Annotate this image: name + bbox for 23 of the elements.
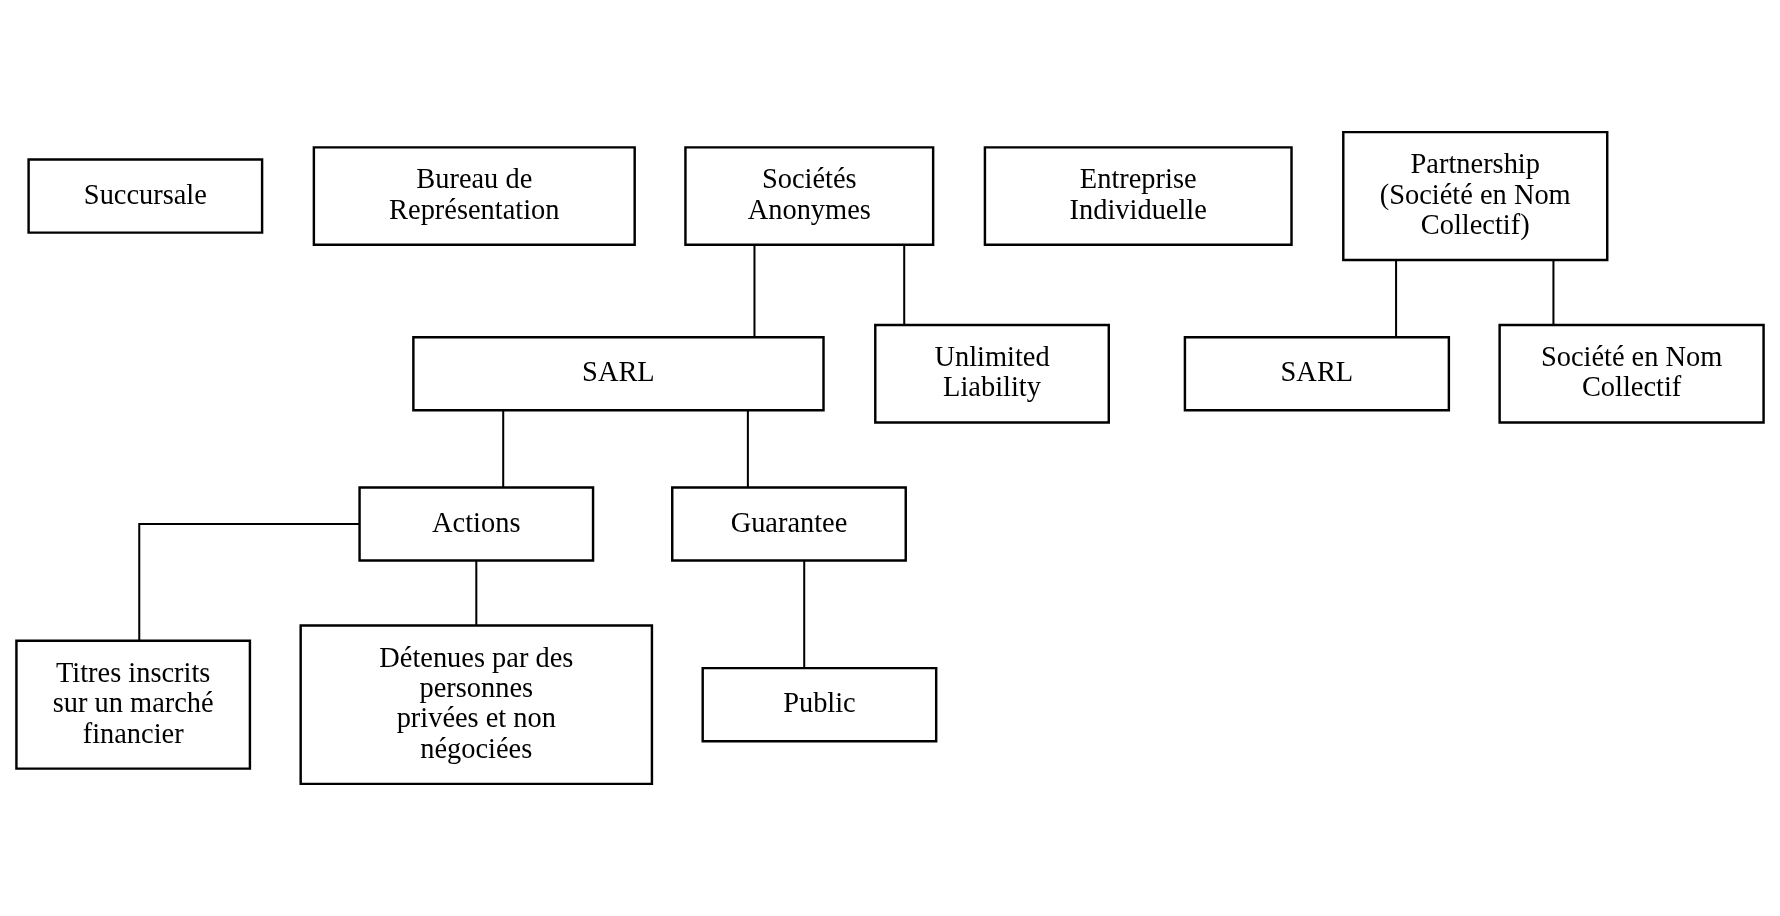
connector [903, 245, 906, 325]
node-box: SARL [1183, 335, 1451, 412]
node-box: Titres inscrits sur un marché financier [15, 639, 252, 770]
node-box: SARL [412, 335, 825, 412]
connector [753, 245, 756, 337]
connector [475, 560, 478, 625]
node-box: Succursale [27, 158, 264, 234]
connector [1395, 260, 1398, 338]
connector [746, 410, 749, 488]
node-box: Partnership (Société en Nom Collectif) [1342, 130, 1609, 262]
connector [502, 410, 505, 488]
node-box: Guarantee [671, 486, 907, 562]
node-box: Bureau de Représentation [312, 146, 636, 247]
node-box: Actions [358, 486, 595, 562]
node-box: Entreprise Individuelle [983, 146, 1293, 247]
connector [803, 560, 806, 668]
connector [138, 522, 360, 641]
node-box: Unlimited Liability [874, 323, 1110, 424]
node-box: Sociétés Anonymes [684, 146, 935, 247]
node-box: Détenues par des personnes privées et non négociées [299, 624, 654, 786]
node-box: Société en Nom Collectif [1498, 323, 1765, 424]
connector [1552, 260, 1555, 325]
node-box: Public [701, 666, 938, 743]
